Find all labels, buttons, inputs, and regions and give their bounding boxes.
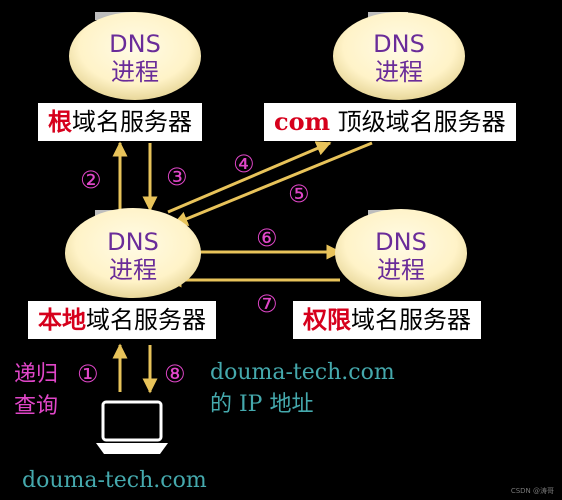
step-7-label: ⑦ [256,290,278,318]
process-title: DNS [107,228,159,256]
process-subtitle: 进程 [377,256,425,284]
auth-dns-process-shape [335,209,467,297]
laptop-icon [96,400,168,454]
auth-server-label: 权限域名服务器 [293,301,481,339]
step-1-label: ① [77,360,99,388]
step-5-label: ⑤ [288,180,310,208]
com-dns-process-shape [333,12,465,100]
step-4-label: ④ [233,150,255,178]
root-dns-process: DNS 进程 [67,12,203,100]
client-domain: douma-tech.com [22,468,207,493]
query-type-line2: 查询 [14,394,59,419]
com-dns-process: DNS 进程 [331,12,467,100]
local-dns-process-shape [65,208,201,298]
com-highlight: com [274,107,331,136]
root-highlight: 根 [48,107,72,136]
com-rest: 顶级域名服务器 [330,108,506,136]
query-type-line1: 递归 [14,362,59,387]
auth-dns-process: DNS 进程 [333,210,469,298]
process-subtitle: 进程 [109,256,157,284]
step-6-label: ⑥ [256,224,278,252]
step-8-label: ⑧ [164,360,186,388]
arrow-step-5 [172,141,373,226]
auth-highlight: 权限 [303,305,351,334]
auth-rest: 域名服务器 [351,306,471,334]
local-dns-process: DNS 进程 [65,210,201,298]
local-rest: 域名服务器 [86,306,206,334]
process-title: DNS [375,228,427,256]
step-3-label: ③ [166,163,188,191]
step-2-label: ② [80,166,102,194]
root-dns-process-shape [69,12,201,100]
watermark: CSDN @涛哥 [510,487,554,495]
root-rest: 域名服务器 [72,108,192,136]
process-subtitle: 进程 [111,58,159,86]
com-server-label: com 顶级域名服务器 [264,103,516,141]
result-domain: douma-tech.com [210,360,395,385]
result-ip-text: 的 IP 地址 [210,392,314,417]
process-subtitle: 进程 [375,58,423,86]
root-server-label: 根域名服务器 [38,103,202,141]
arrow-step-4 [167,141,332,214]
process-title: DNS [373,30,425,58]
local-server-label: 本地域名服务器 [28,301,216,339]
local-highlight: 本地 [38,305,86,334]
process-title: DNS [109,30,161,58]
